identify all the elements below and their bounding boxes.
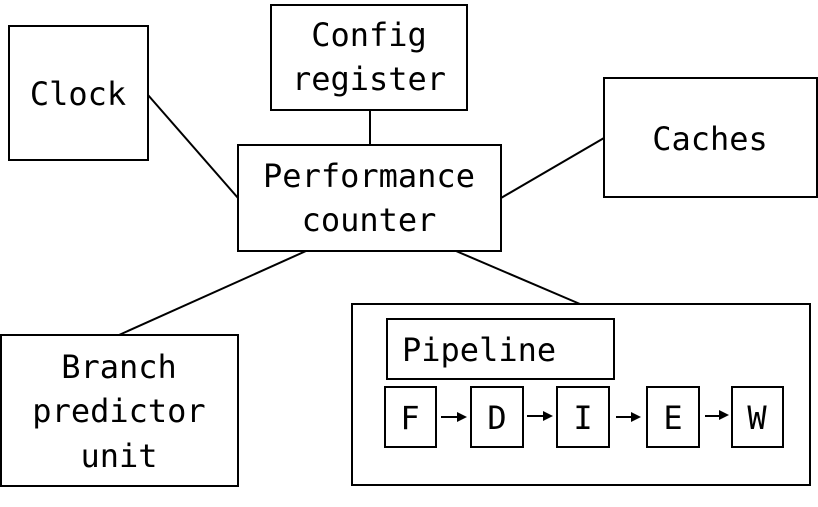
pipeline-stage-label: D xyxy=(487,399,506,437)
performance-counter-label-line-2: counter xyxy=(302,201,437,239)
branch-predictor-label-line-3: unit xyxy=(80,437,157,475)
edge-caches-to-counter xyxy=(500,137,605,199)
performance-counter-label-line-1: Performance xyxy=(263,157,475,195)
pipeline-stage-label: I xyxy=(573,399,592,437)
config-register-node: Config register xyxy=(270,4,468,111)
pipeline-stage-label: E xyxy=(663,399,682,437)
pipeline-stage-label: W xyxy=(747,399,767,437)
edge-clock-to-counter xyxy=(147,94,239,199)
branch-predictor-label-line-1: Branch xyxy=(61,348,177,386)
pipeline-node: Pipeline F D I E W xyxy=(351,303,811,486)
pipeline-arrow-d-to-i xyxy=(527,411,553,421)
edge-counter-to-pipeline xyxy=(455,250,581,305)
pipeline-arrow-e-to-w xyxy=(705,410,729,420)
clock-node: Clock xyxy=(8,25,149,161)
pipeline-title: Pipeline xyxy=(402,331,556,369)
config-register-label-line-1: Config xyxy=(311,16,427,54)
branch-predictor-node: Branch predictor unit xyxy=(0,334,239,487)
pipeline-stage-e: E xyxy=(646,386,700,448)
clock-label: Clock xyxy=(30,75,126,113)
caches-node: Caches xyxy=(603,77,818,198)
pipeline-stage-f: F xyxy=(384,386,437,448)
branch-predictor-label-line-2: predictor xyxy=(32,392,205,430)
pipeline-stage-label: F xyxy=(400,399,419,437)
caches-label: Caches xyxy=(652,120,768,158)
config-register-label-line-2: register xyxy=(292,60,446,98)
pipeline-stage-i: I xyxy=(556,386,610,448)
pipeline-stage-d: D xyxy=(470,386,524,448)
pipeline-arrow-i-to-e xyxy=(616,412,641,422)
pipeline-arrow-f-to-d xyxy=(441,412,467,422)
performance-counter-node: Performance counter xyxy=(237,144,502,252)
pipeline-stage-w: W xyxy=(731,386,784,448)
pipeline-title-box: Pipeline xyxy=(386,318,615,380)
edge-counter-to-branch-predictor xyxy=(118,250,307,336)
